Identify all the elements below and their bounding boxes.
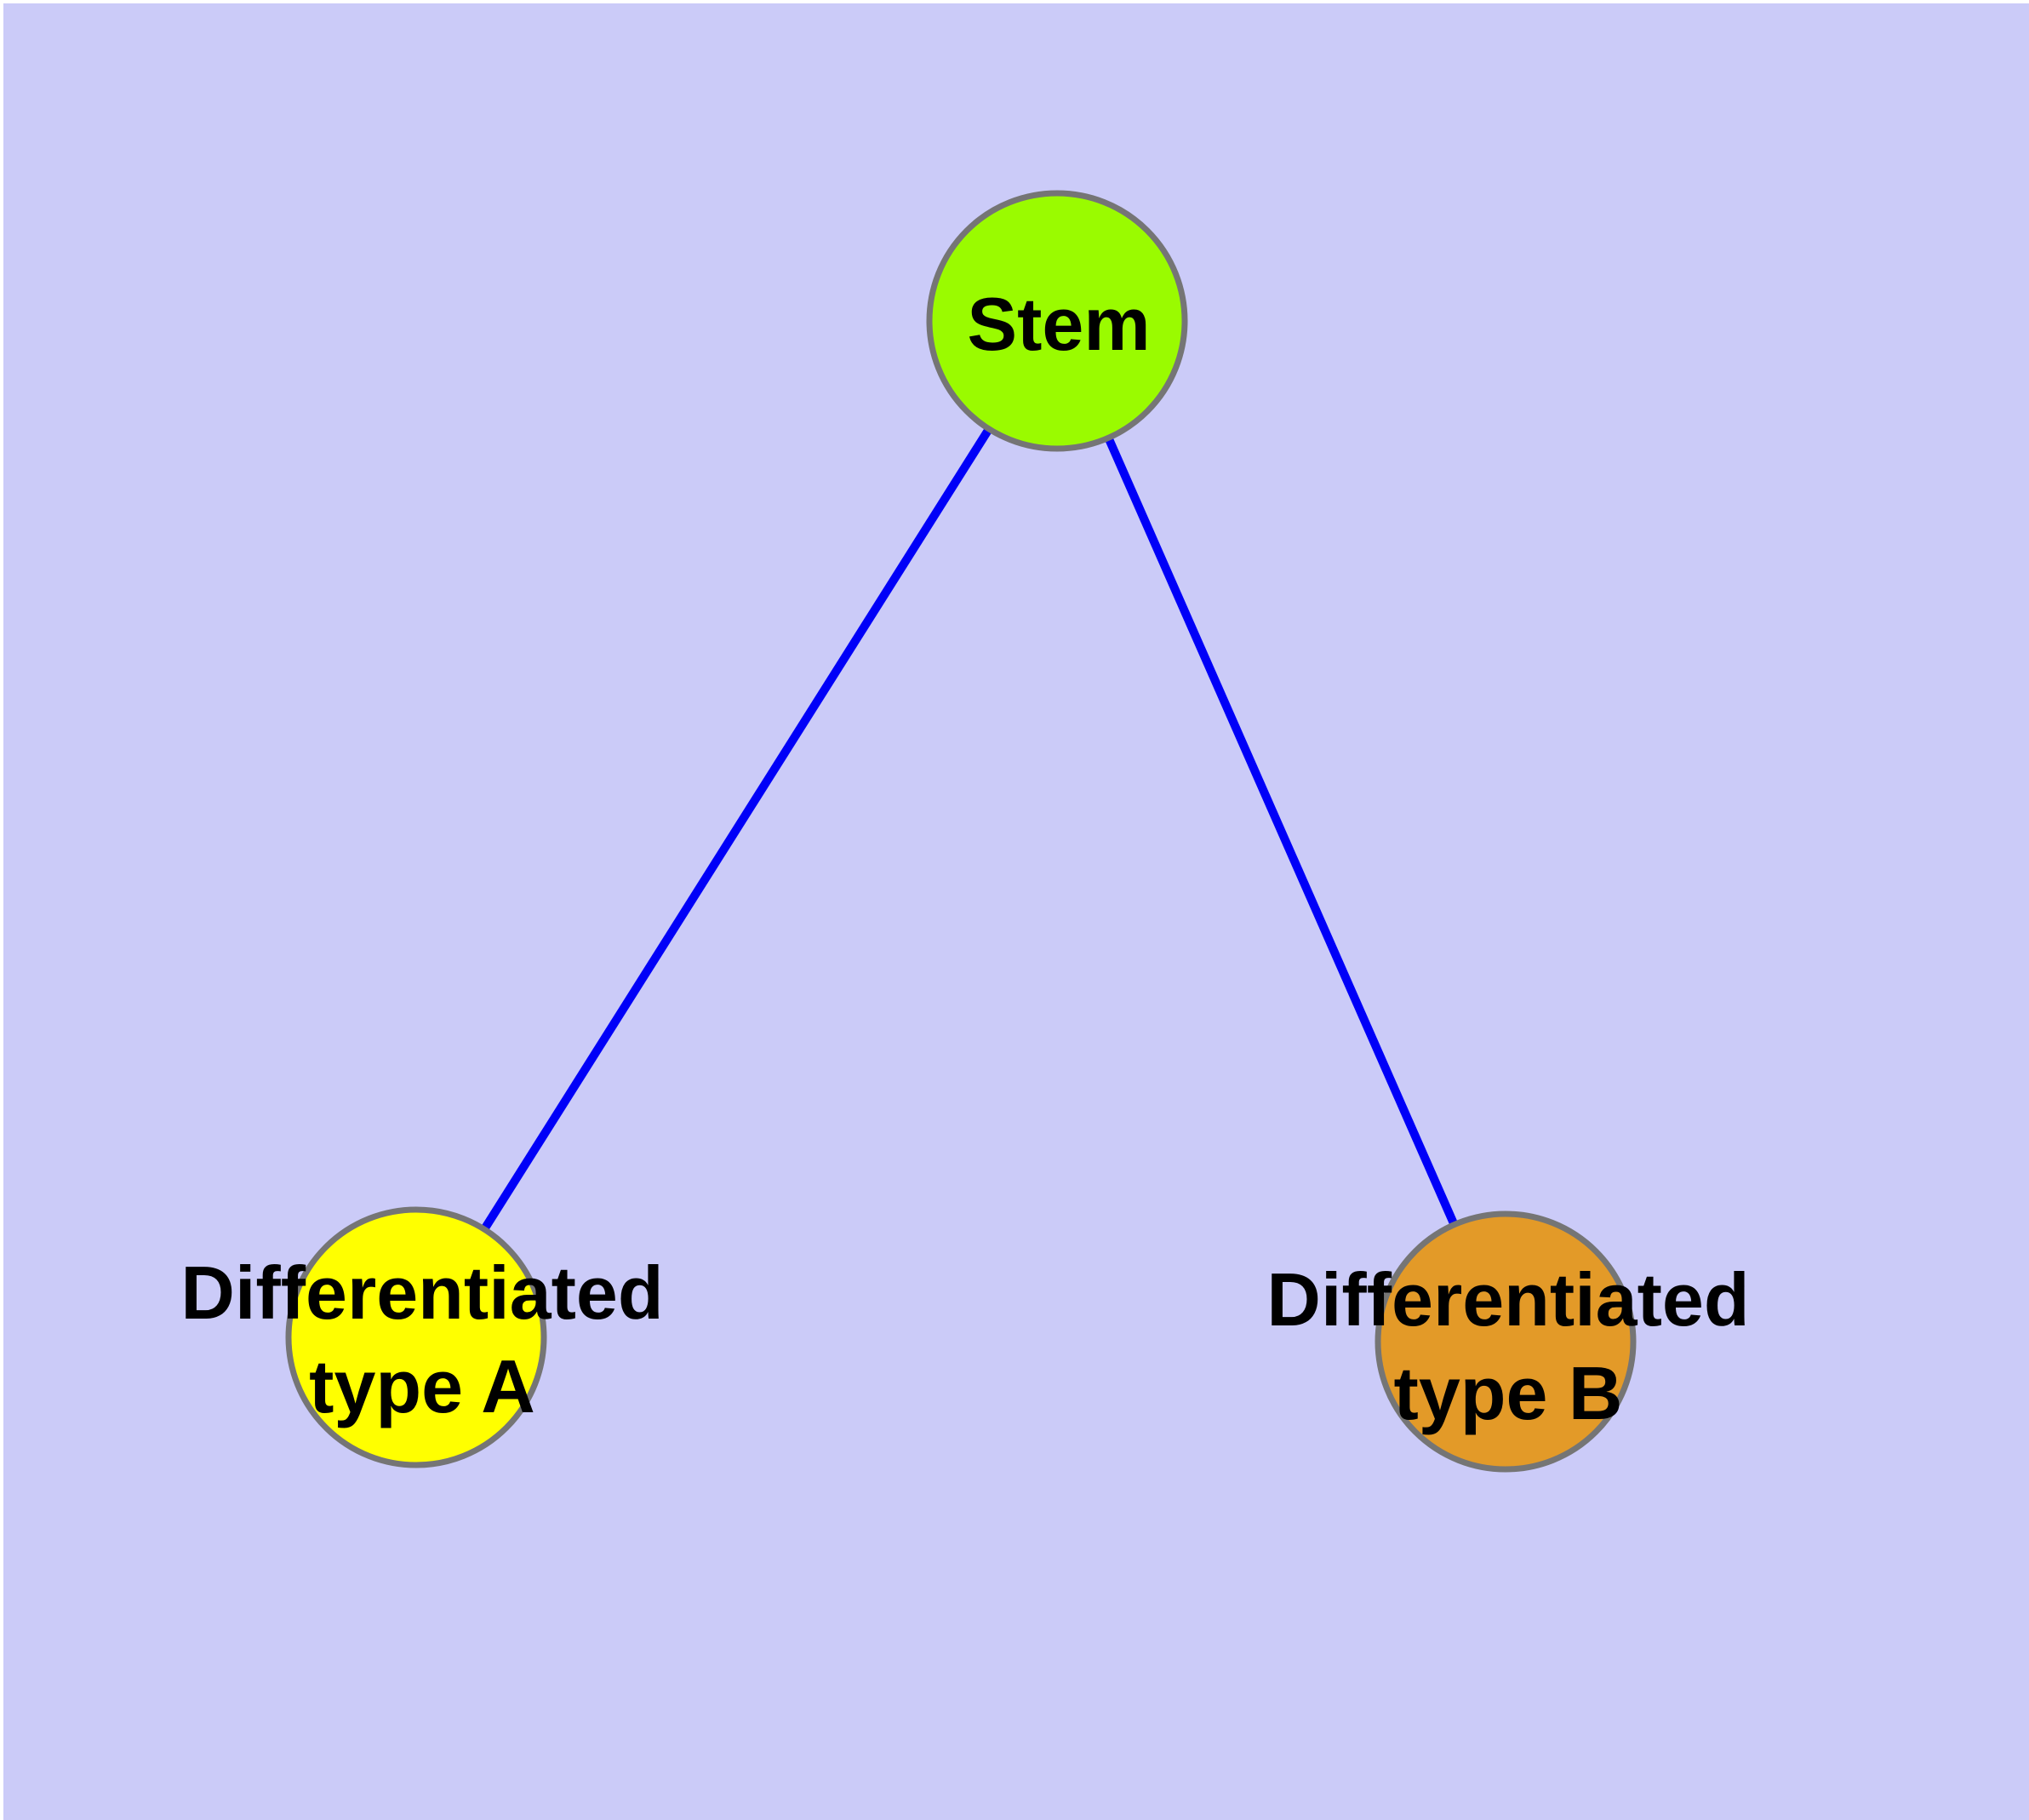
edge-stem-to-type-b — [1053, 318, 1510, 1344]
node-type-b-circle — [1375, 1210, 1637, 1473]
diagram-canvas: Stem Differentiated type A Differentiate… — [3, 3, 2029, 1820]
node-stem-circle — [926, 190, 1188, 452]
graph-svg — [3, 3, 2029, 1820]
edge-stem-to-type-a — [412, 318, 1061, 1340]
node-type-a-circle — [285, 1206, 547, 1468]
